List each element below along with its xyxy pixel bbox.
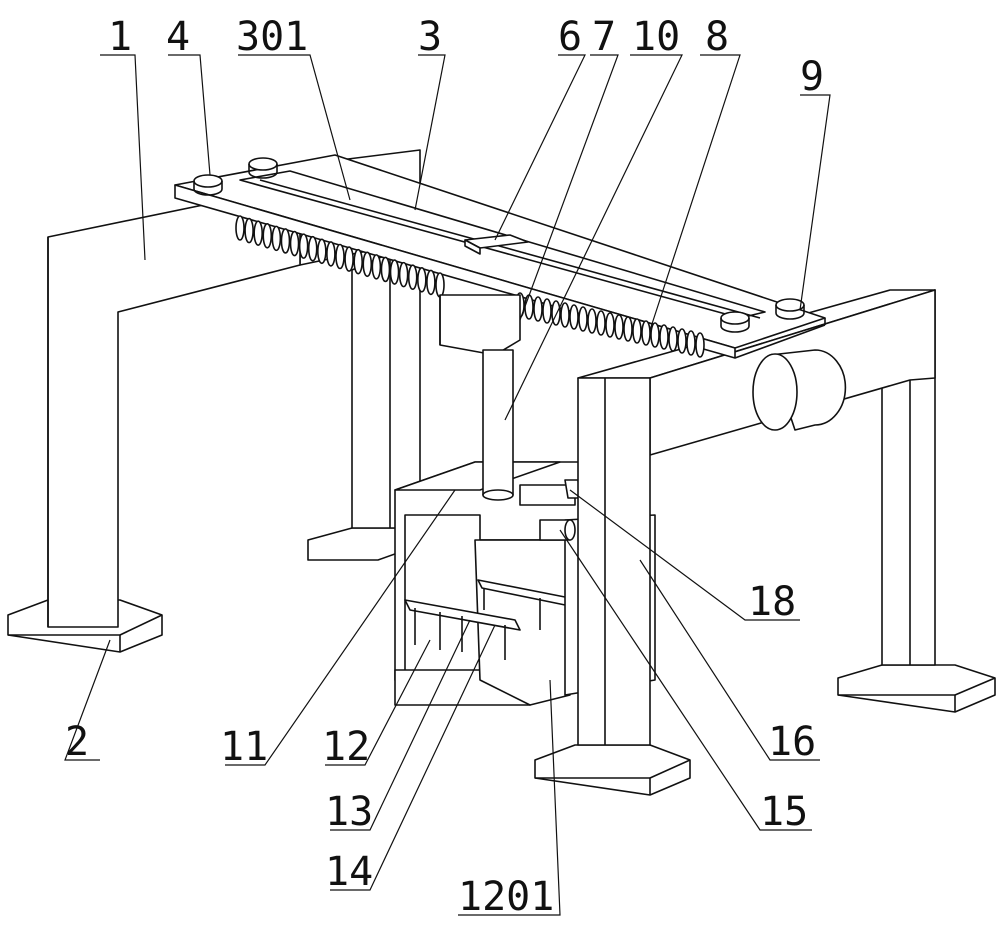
screw-thread	[244, 217, 254, 244]
screw-thread	[578, 306, 588, 332]
label-11: 11	[220, 724, 268, 770]
screw-thread	[235, 215, 245, 241]
label-18: 18	[748, 579, 796, 625]
nut-block	[439, 294, 521, 501]
label-14: 14	[325, 849, 373, 895]
screw-thread	[289, 230, 300, 257]
label-10: 10	[632, 14, 680, 60]
label-15: 15	[760, 789, 808, 835]
part-labels: 1 4 301 3 6 7 10 8 9 2 11 12 13 14 1201 …	[65, 14, 824, 920]
screw-thread	[659, 324, 669, 350]
leader-lines	[64, 54, 831, 916]
screw-thread	[407, 264, 418, 291]
screw-thread	[398, 261, 409, 288]
label-301: 301	[236, 14, 308, 60]
label-16: 16	[768, 719, 816, 765]
left-frame	[7, 184, 301, 653]
label-8: 8	[705, 14, 729, 60]
motor	[752, 349, 847, 431]
screw-thread	[380, 256, 391, 283]
screw-thread	[280, 228, 291, 254]
right-front-leg	[534, 377, 691, 796]
screw-thread	[344, 246, 354, 272]
screw-thread	[426, 269, 436, 296]
label-6: 6	[558, 14, 582, 60]
screw-thread	[298, 233, 309, 259]
screw-thread	[695, 332, 705, 358]
screw-thread	[668, 326, 678, 352]
screw-thread	[596, 310, 606, 336]
screw-thread	[533, 296, 543, 322]
screw-thread	[371, 254, 382, 280]
screw-thread	[253, 220, 263, 246]
screw-thread	[307, 235, 318, 262]
screw-thread	[650, 322, 660, 348]
screw-thread	[317, 238, 327, 265]
screw-thread	[560, 302, 570, 328]
screw-thread	[435, 272, 445, 298]
screw-thread	[614, 314, 624, 340]
screw-thread	[524, 294, 534, 320]
label-3: 3	[418, 14, 442, 60]
screw-thread	[335, 243, 345, 270]
label-13: 13	[325, 789, 373, 835]
screw-thread	[542, 298, 552, 324]
screw-thread	[623, 316, 633, 342]
screw-thread	[677, 328, 687, 354]
label-2: 2	[65, 719, 89, 765]
label-1201: 1201	[458, 874, 554, 920]
screw-thread	[686, 330, 696, 356]
screw-thread	[605, 312, 615, 338]
label-4: 4	[166, 14, 190, 60]
label-7: 7	[592, 14, 616, 60]
screw-thread	[417, 267, 427, 293]
screw-thread	[353, 248, 363, 275]
label-12: 12	[322, 724, 370, 770]
screw-thread	[569, 304, 579, 330]
screw-thread	[389, 259, 400, 285]
screw-thread	[641, 320, 651, 346]
screw-thread	[632, 318, 642, 344]
label-1: 1	[108, 14, 132, 60]
label-9: 9	[800, 54, 824, 100]
screw-thread	[326, 241, 336, 267]
screw-thread	[362, 251, 373, 278]
screw-thread	[587, 308, 597, 334]
screw-thread	[262, 222, 273, 249]
screw-thread	[271, 225, 282, 252]
